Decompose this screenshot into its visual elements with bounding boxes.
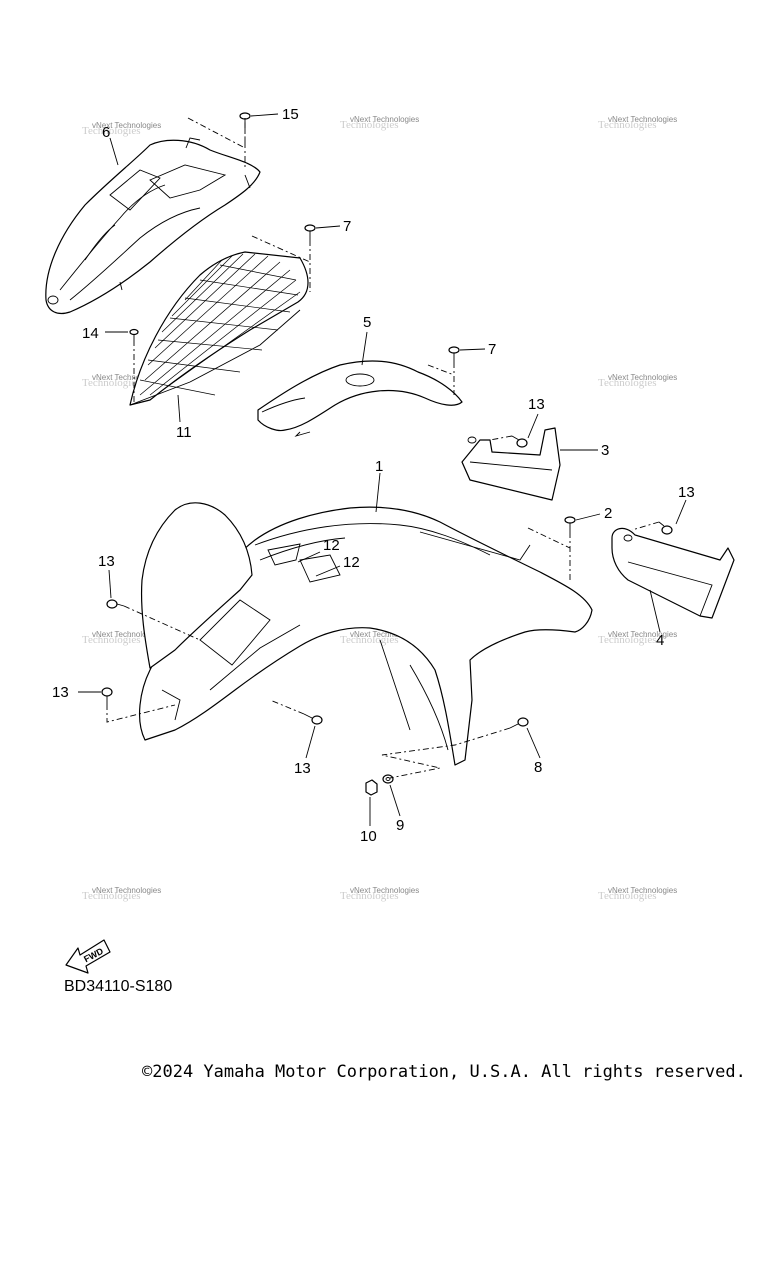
- svg-text:vNext Technologies: vNext Technologies: [92, 886, 161, 895]
- callouts: 15 6 7 14 11 5 7 13 3 1 2 13 12 12 13 13…: [52, 106, 695, 845]
- screw-13-lower-left: [101, 687, 113, 704]
- screw-2: [564, 516, 576, 532]
- watermark: Technologies vNext Technologies: [82, 886, 161, 902]
- svg-text:Technologies: Technologies: [598, 634, 657, 646]
- callout-9[interactable]: 9: [396, 817, 404, 834]
- watermark: Technologies vNext Technologies: [340, 115, 419, 131]
- svg-text:vNext Technologies: vNext Technologies: [350, 115, 419, 124]
- svg-text:Technologies: Technologies: [598, 119, 657, 131]
- callout-13[interactable]: 13: [98, 553, 115, 570]
- part-6-upper-cover: [45, 137, 261, 315]
- callout-12[interactable]: 12: [323, 537, 340, 554]
- callout-2[interactable]: 2: [604, 505, 612, 522]
- watermark: Technologies vNext Technologies: [82, 630, 161, 646]
- svg-text:vNext Technologies: vNext Technologies: [608, 373, 677, 382]
- watermark: Technologies vNext Technologies: [340, 886, 419, 902]
- callout-5[interactable]: 5: [363, 314, 371, 331]
- callout-7[interactable]: 7: [343, 218, 351, 235]
- watermark: Technologies vNext Technologies: [82, 373, 161, 389]
- callout-13[interactable]: 13: [528, 396, 545, 413]
- part-4-bracket: [611, 527, 735, 619]
- bolt-8: [509, 717, 529, 729]
- nut-10: [365, 779, 378, 796]
- watermark: Technologies vNext Technologies: [82, 121, 161, 137]
- rivet-14: [129, 328, 139, 340]
- callout-3[interactable]: 3: [601, 442, 609, 459]
- rivet-7-lower: [448, 346, 460, 362]
- callout-8[interactable]: 8: [534, 759, 542, 776]
- svg-text:vNext Technologies: vNext Technologies: [350, 630, 419, 639]
- callout-15[interactable]: 15: [282, 106, 299, 123]
- svg-text:vNext Technologies: vNext Technologies: [608, 630, 677, 639]
- rivet-7-upper: [304, 224, 316, 240]
- screw-13-bracket4: [658, 521, 673, 535]
- callout-12[interactable]: 12: [343, 554, 360, 571]
- svg-text:Technologies: Technologies: [598, 890, 657, 902]
- svg-text:vNext Technologies: vNext Technologies: [608, 115, 677, 124]
- part-3-bracket: [461, 427, 561, 501]
- callout-6[interactable]: 6: [102, 124, 110, 141]
- callout-13[interactable]: 13: [678, 484, 695, 501]
- svg-text:Technologies: Technologies: [82, 634, 141, 646]
- svg-text:Technologies: Technologies: [340, 119, 399, 131]
- callout-11[interactable]: 11: [176, 424, 192, 441]
- svg-text:Technologies: Technologies: [340, 634, 399, 646]
- watermark: Technologies vNext Technologies: [340, 630, 419, 646]
- watermark: Technologies vNext Technologies: [598, 886, 677, 902]
- svg-text:vNext Technologies: vNext Technologies: [92, 121, 161, 130]
- diagram-code: BD34110-S180: [64, 978, 173, 995]
- svg-text:Technologies: Technologies: [82, 377, 141, 389]
- assembly-lines: [106, 117, 660, 779]
- callout-4[interactable]: 4: [656, 632, 664, 649]
- svg-text:vNext Technologies: vNext Technologies: [350, 886, 419, 895]
- part-5-side-panel: [257, 360, 463, 437]
- screw-13-bracket3: [511, 435, 528, 448]
- part-1-front-fender: [139, 502, 593, 766]
- fasteners: [101, 112, 673, 796]
- callout-1[interactable]: 1: [375, 458, 383, 475]
- svg-text:vNext Technologies: vNext Technologies: [92, 373, 161, 382]
- copyright-notice: ©2024 Yamaha Motor Corporation, U.S.A. A…: [142, 1062, 746, 1082]
- callout-13[interactable]: 13: [52, 684, 69, 701]
- fwd-arrow-icon: FWD: [65, 939, 111, 974]
- part-11-mesh-grille: [129, 251, 309, 406]
- svg-text:Technologies: Technologies: [82, 890, 141, 902]
- svg-text:Technologies: Technologies: [340, 890, 399, 902]
- svg-text:vNext Technologies: vNext Technologies: [92, 630, 161, 639]
- watermark: Technologies vNext Technologies: [598, 630, 677, 646]
- svg-text:Technologies: Technologies: [82, 125, 141, 137]
- watermark: Technologies vNext Technologies: [598, 373, 677, 389]
- watermark-group: Technologies vNext Technologies Technolo…: [82, 115, 677, 902]
- leader-lines: [78, 113, 687, 826]
- screw-13-left: [106, 599, 125, 609]
- callout-14[interactable]: 14: [82, 325, 99, 342]
- svg-text:Technologies: Technologies: [598, 377, 657, 389]
- callout-13[interactable]: 13: [294, 760, 311, 777]
- washer-9: [382, 774, 394, 784]
- callout-10[interactable]: 10: [360, 828, 377, 845]
- screw-13-lower: [303, 713, 323, 725]
- svg-text:vNext Technologies: vNext Technologies: [608, 886, 677, 895]
- callout-7[interactable]: 7: [488, 341, 496, 358]
- watermark: Technologies vNext Technologies: [598, 115, 677, 131]
